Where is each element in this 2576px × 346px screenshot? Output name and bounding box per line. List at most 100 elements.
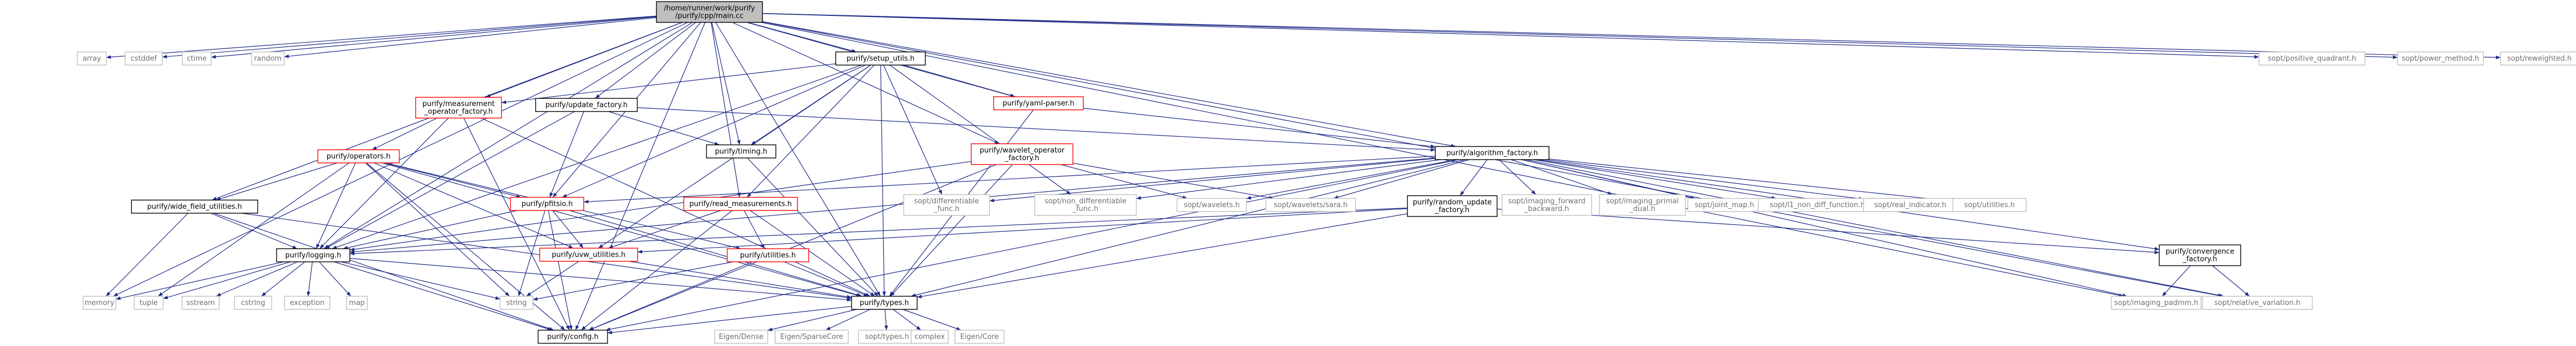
node-meas[interactable]: purify/measurement_operator_factory.h [415, 97, 502, 119]
node-ctime[interactable]: ctime [181, 51, 212, 66]
node-utilities[interactable]: purify/utilities.h [726, 248, 809, 262]
edge-randupd-to-uvw [637, 208, 1408, 254]
node-wavop[interactable]: purify/wavelet_operator_factory.h [971, 143, 1073, 165]
node-impd[interactable]: sopt/imaging_primal_dual.h [1599, 194, 1686, 216]
edge-logging-to-map [319, 261, 351, 297]
node-powm[interactable]: sopt/power_method.h [2397, 51, 2484, 66]
node-cstring[interactable]: cstring [234, 296, 272, 310]
node-pfits[interactable]: purify/pfitsio.h [510, 197, 584, 211]
edge-readm-to-config [580, 210, 733, 331]
edge-alg-to-padmm [1521, 159, 2127, 297]
node-l1nd[interactable]: sopt/l1_non_diff_function.h [1758, 198, 1877, 212]
node-exception[interactable]: exception [284, 296, 331, 310]
node-label: sopt/positive_quadrant.h [2268, 55, 2356, 63]
node-realind[interactable]: sopt/real_indicator.h [1863, 198, 1958, 212]
edge-setup-to-readm [747, 64, 875, 198]
node-posq[interactable]: sopt/positive_quadrant.h [2258, 51, 2366, 66]
node-relvar[interactable]: sopt/relative_variation.h [2202, 296, 2313, 310]
node-jmap[interactable]: sopt/joint_map.h [1687, 198, 1762, 212]
node-imfb[interactable]: sopt/imaging_forward_backward.h [1501, 194, 1592, 216]
node-label: map [349, 299, 365, 307]
node-main[interactable]: /home/runner/work/purify/purify/cpp/main… [656, 1, 763, 23]
node-edense[interactable]: Eigen/Dense [714, 330, 768, 344]
node-label: _factory.h [1005, 154, 1040, 162]
node-string[interactable]: string [500, 296, 533, 310]
edge-upd-to-timing [608, 111, 720, 145]
edge-wavop-to-types [890, 164, 1013, 297]
node-label: purify/wide_field_utilities.h [147, 203, 242, 211]
edge-types-to-edense [767, 309, 857, 331]
node-label: _operator_factory.h [424, 108, 492, 116]
node-tuple[interactable]: tuple [133, 296, 164, 310]
node-box [1863, 198, 1958, 212]
node-soptutil[interactable]: sopt/utilities.h [1952, 198, 2027, 212]
node-randupd[interactable]: purify/random_update_factory.h [1407, 195, 1498, 217]
node-logging[interactable]: purify/logging.h [276, 248, 350, 262]
node-box [1176, 198, 1247, 212]
edge-ops-to-tuple [157, 162, 350, 297]
node-label: purify/setup_utils.h [847, 55, 914, 63]
node-ops[interactable]: purify/operators.h [317, 149, 400, 163]
node-array[interactable]: array [77, 51, 107, 66]
node-random[interactable]: random [251, 51, 285, 66]
edge-pfits-to-config [548, 210, 573, 331]
edge-pfits-to-string [518, 210, 545, 297]
edge-ops-to-logging [315, 162, 356, 249]
node-padmm[interactable]: sopt/imaging_padmm.h [2111, 296, 2202, 310]
node-label: sopt/real_indicator.h [1874, 201, 1946, 209]
node-label: sopt/wavelets.h [1184, 201, 1240, 209]
node-label: purify/operators.h [327, 153, 391, 161]
node-box [1407, 195, 1498, 217]
node-sara[interactable]: sopt/wavelets/sara.h [1265, 198, 1356, 212]
edge-types-to-ecore [902, 309, 961, 331]
edge-alg-to-impd [1511, 159, 1613, 195]
edge-wavop-to-config [589, 164, 997, 331]
edge-readm-to-uvw [608, 210, 721, 249]
node-label: purify/read_measurements.h [689, 200, 791, 208]
node-label: cstddef [131, 55, 157, 63]
node-box [971, 143, 1073, 165]
node-label: purify/pfitsio.h [521, 200, 573, 208]
node-conv[interactable]: purify/convergence_factory.h [2158, 244, 2241, 266]
edge-wavop-to-wavelets [1060, 164, 1188, 200]
node-label: array [83, 55, 101, 63]
node-label: _func.h [933, 205, 959, 213]
node-nondiff[interactable]: sopt/non_differentiable_func.h [1034, 194, 1137, 216]
node-types[interactable]: purify/types.h [851, 296, 918, 310]
node-box [1952, 198, 2027, 212]
node-label: sopt/joint_map.h [1695, 201, 1755, 209]
node-wide[interactable]: purify/wide_field_utilities.h [131, 200, 259, 214]
node-box [954, 330, 1005, 344]
node-upd[interactable]: purify/update_factory.h [535, 98, 638, 112]
node-map[interactable]: map [346, 296, 368, 310]
node-complex[interactable]: complex [911, 330, 949, 344]
edge-ops-to-types [382, 162, 861, 297]
node-label: purify/config.h [547, 333, 598, 341]
edge-setup-to-types [880, 64, 887, 297]
edge-alg-to-imfb [1499, 159, 1536, 195]
node-cstddef[interactable]: cstddef [125, 51, 163, 66]
node-wavelets[interactable]: sopt/wavelets.h [1176, 198, 1247, 212]
edge-wide-to-logging [210, 213, 297, 249]
node-diff[interactable]: sopt/differentiable_func.h [903, 194, 990, 216]
node-stypes[interactable]: sopt/types.h [858, 330, 917, 344]
node-memory[interactable]: memory [83, 296, 116, 310]
node-yaml[interactable]: purify/yaml-parser.h [993, 96, 1084, 110]
node-box [77, 51, 107, 66]
node-uvw[interactable]: purify/uvw_utilities.h [539, 248, 638, 262]
node-readm[interactable]: purify/read_measurements.h [683, 197, 798, 211]
node-label: _dual.h [1629, 205, 1656, 213]
node-esparse[interactable]: Eigen/SparseCore [774, 330, 849, 344]
node-setup[interactable]: purify/setup_utils.h [835, 51, 926, 66]
edge-setup-to-logging [332, 64, 862, 249]
node-sstream[interactable]: sstream [181, 296, 220, 310]
edge-logging-to-string [341, 261, 501, 300]
node-ecore[interactable]: Eigen/Core [954, 330, 1005, 344]
node-box [1687, 198, 1762, 212]
node-rew[interactable]: sopt/reweighted.h [2500, 51, 2576, 66]
node-config[interactable]: purify/config.h [537, 330, 608, 344]
node-alg[interactable]: purify/algorithm_factory.h [1435, 146, 1550, 160]
node-label: Eigen/Core [960, 333, 999, 341]
node-timing[interactable]: purify/timing.h [706, 144, 777, 159]
node-label: sopt/differentiable [914, 197, 979, 206]
